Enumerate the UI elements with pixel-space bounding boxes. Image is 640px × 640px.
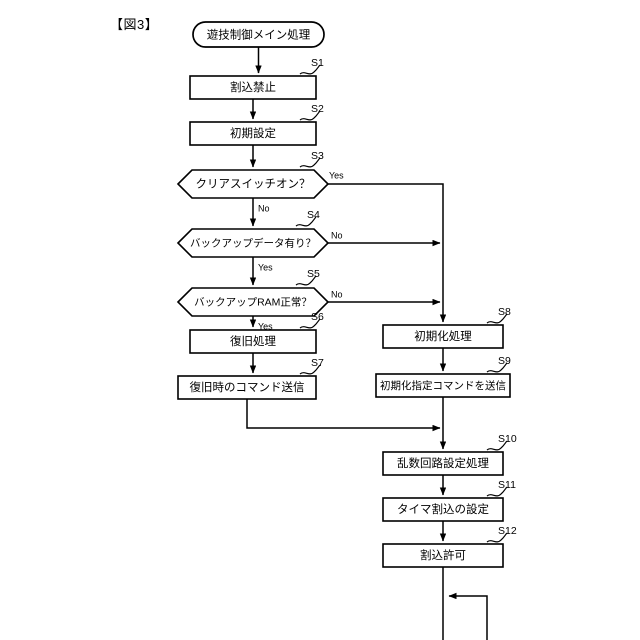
s5-leader-line [295,275,317,286]
node-s3[interactable]: クリアスイッチオン？ [176,169,330,199]
s8-step-label: S8 [498,306,511,318]
s10-box-label: 乱数回路設定処理 [397,456,489,470]
node-s5[interactable]: バックアップRAM正常？ [176,287,330,317]
s6-leader-line [299,318,321,329]
s6-step-label: S6 [311,311,324,323]
s6-box-label: 復旧処理 [230,334,276,348]
s4-step-label: S4 [307,209,320,221]
s4-yes-branch-label: Yes [258,262,273,272]
s2-leader-line [299,110,321,121]
s3-leader-line [299,157,321,168]
node-s12[interactable]: 割込許可 [382,543,504,568]
edge-s3-yes-to-s8 [328,183,447,323]
s10-step-label: S10 [498,433,517,445]
node-s8[interactable]: 初期化処理 [382,324,504,349]
node-s9[interactable]: 初期化指定コマンドを送信 [375,373,511,398]
s10-leader-line [486,440,508,451]
s1-leader-line [299,64,321,75]
start-terminal-label: 遊技制御メイン処理 [207,28,311,42]
s2-step-label: S2 [311,103,324,115]
node-s6[interactable]: 復旧処理 [189,329,317,354]
s8-box-label: 初期化処理 [414,329,472,343]
s4-decision-label: バックアップデータ有り？ [190,236,316,249]
s11-step-label: S11 [498,479,516,491]
s1-step-label: S1 [311,57,324,69]
s9-leader-line [486,362,508,373]
s1-box-label: 割込禁止 [230,80,276,94]
s7-box-label: 復旧時のコマンド送信 [190,380,305,394]
node-s2[interactable]: 初期設定 [189,121,317,146]
node-s7[interactable]: 復旧時のコマンド送信 [177,375,317,400]
s11-box-label: タイマ割込の設定 [397,502,489,516]
s3-no-branch-label: No [258,203,270,213]
s2-box-label: 初期設定 [230,126,276,140]
loop-back-line [448,592,488,640]
node-s4[interactable]: バックアップデータ有り？ [176,228,330,258]
s3-step-label: S3 [311,150,324,162]
s5-step-label: S5 [307,268,320,280]
s5-no-branch-label: No [331,289,343,299]
s3-decision-label: クリアスイッチオン？ [196,178,311,191]
s9-step-label: S9 [498,355,511,367]
s8-leader-line [486,313,508,324]
s4-leader-line [295,216,317,227]
node-start[interactable]: 遊技制御メイン処理 [192,21,325,48]
node-s1[interactable]: 割込禁止 [189,75,317,100]
s7-leader-line [299,364,321,375]
s7-step-label: S7 [311,357,324,369]
s5-decision-label: バックアップRAM正常？ [194,295,312,308]
figure-number-label: 【図3】 [110,17,159,32]
s12-step-label: S12 [498,525,517,537]
s12-box-label: 割込許可 [420,548,466,562]
s9-box-label: 初期化指定コマンドを送信 [380,379,506,392]
node-s10[interactable]: 乱数回路設定処理 [382,451,504,476]
s3-yes-branch-label: Yes [329,170,344,180]
s4-no-branch-label: No [331,230,343,240]
s12-leader-line [486,532,508,543]
node-s11[interactable]: タイマ割込の設定 [382,497,504,522]
s11-leader-line [486,486,508,497]
edge-s7-to-trunk [246,399,441,432]
s5-yes-branch-label: Yes [258,321,273,331]
